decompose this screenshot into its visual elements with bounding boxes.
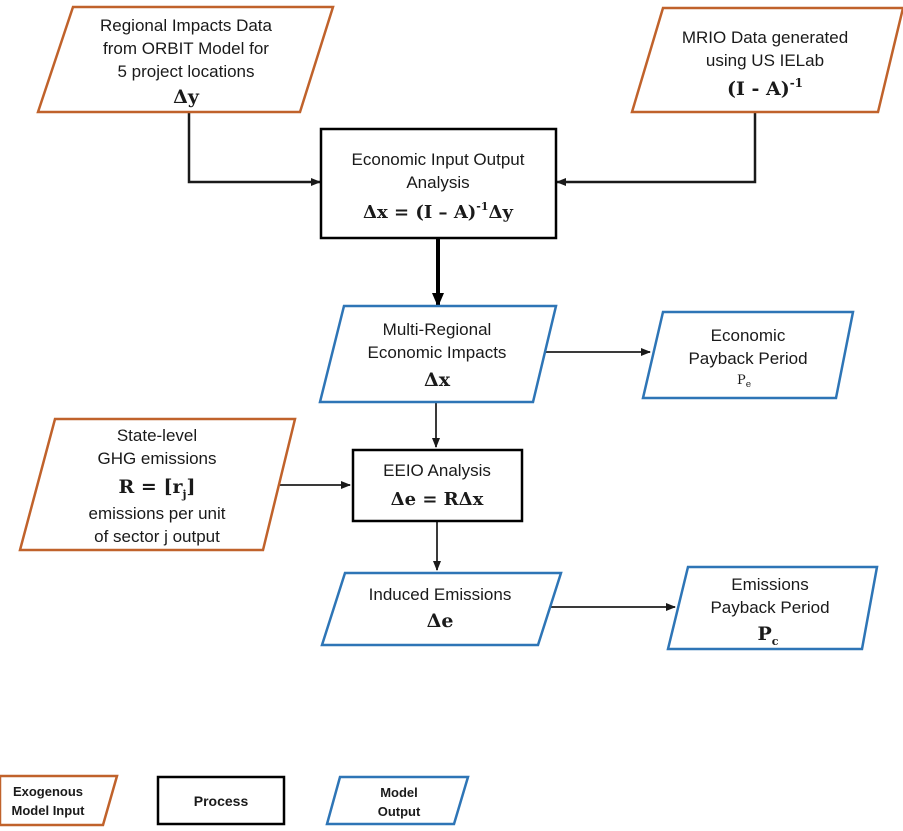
- node-symbol: Pe: [737, 373, 751, 390]
- node-formula: Δx = (I – A)-1Δy: [363, 200, 513, 223]
- model-output-shape: [320, 571, 563, 647]
- node-induced-emissions: Induced Emissions Δe: [320, 571, 563, 647]
- legend-label: Output: [378, 804, 421, 819]
- node-multi-regional-impacts: Multi-Regional Economic Impacts Δx: [318, 304, 558, 404]
- node-text-line: Regional Impacts Data: [100, 16, 273, 35]
- arrow-mrio-to-eio: [556, 112, 757, 186]
- model-output-shape: [666, 565, 879, 651]
- node-text-line: Multi-Regional: [383, 320, 492, 339]
- node-formula: Δe = RΔx: [391, 489, 484, 510]
- node-text-line: of sector j output: [94, 527, 220, 546]
- legend-process: Process: [156, 775, 286, 826]
- arrow-regional-to-eio: [187, 112, 321, 186]
- legend-model-output: Model Output: [325, 775, 470, 826]
- node-text-line: from ORBIT Model for: [103, 39, 269, 58]
- node-text-line: Economic: [711, 326, 786, 345]
- exogenous-input-shape: [36, 5, 335, 114]
- node-text-line: State-level: [117, 426, 197, 445]
- legend-process-shape: [156, 775, 286, 826]
- node-text-line: GHG emissions: [97, 449, 216, 468]
- node-text-line: Economic Input Output: [352, 150, 525, 169]
- legend-label: Exogenous: [13, 784, 83, 799]
- exogenous-input-shape: [630, 6, 903, 114]
- node-text-line: Payback Period: [688, 349, 807, 368]
- model-output-shape: [318, 304, 558, 404]
- node-eio-analysis: Economic Input Output Analysis Δx = (I –…: [319, 127, 558, 240]
- node-economic-payback: Economic Payback Period Pe: [641, 310, 855, 400]
- node-formula: Δx: [424, 369, 451, 391]
- process-shape: [351, 448, 524, 523]
- node-text-line: Economic Impacts: [368, 343, 507, 362]
- legend-label: Model Input: [12, 803, 86, 818]
- node-formula: Δy: [173, 86, 200, 108]
- node-regional-impacts: Regional Impacts Data from ORBIT Model f…: [36, 5, 335, 114]
- node-text-line: emissions per unit: [88, 504, 225, 523]
- legend-exogenous-input: Exogenous Model Input: [0, 774, 119, 827]
- node-emissions-payback: Emissions Payback Period Pc: [666, 565, 879, 651]
- exogenous-input-shape: [18, 417, 297, 552]
- node-formula: R = [rj]: [119, 476, 196, 501]
- process-shape: [319, 127, 558, 240]
- node-text-line: Induced Emissions: [369, 585, 512, 604]
- legend-label: Process: [194, 793, 249, 809]
- legend-label: Model: [380, 785, 418, 800]
- legend: Exogenous Model Input Process Model Outp…: [0, 774, 470, 827]
- legend-exogenous-shape: [0, 774, 119, 827]
- node-text-line: Analysis: [406, 173, 469, 192]
- node-text-line: Emissions: [731, 575, 808, 594]
- node-eeio-analysis: EEIO Analysis Δe = RΔx: [351, 448, 524, 523]
- node-mrio-data: MRIO Data generated using US IELab (I - …: [630, 6, 903, 114]
- node-state-ghg: State-level GHG emissions R = [rj] emiss…: [18, 417, 297, 552]
- node-text-line: using US IELab: [706, 51, 824, 70]
- node-text-line: MRIO Data generated: [682, 28, 848, 47]
- node-text-line: Payback Period: [710, 598, 829, 617]
- node-formula: Δe: [427, 610, 454, 632]
- node-symbol: Pc: [758, 623, 779, 648]
- node-text-line: EEIO Analysis: [383, 461, 491, 480]
- node-text-line: 5 project locations: [117, 62, 254, 81]
- model-output-shape: [641, 310, 855, 400]
- legend-output-shape: [325, 775, 470, 826]
- node-formula: (I - A)-1: [727, 76, 803, 100]
